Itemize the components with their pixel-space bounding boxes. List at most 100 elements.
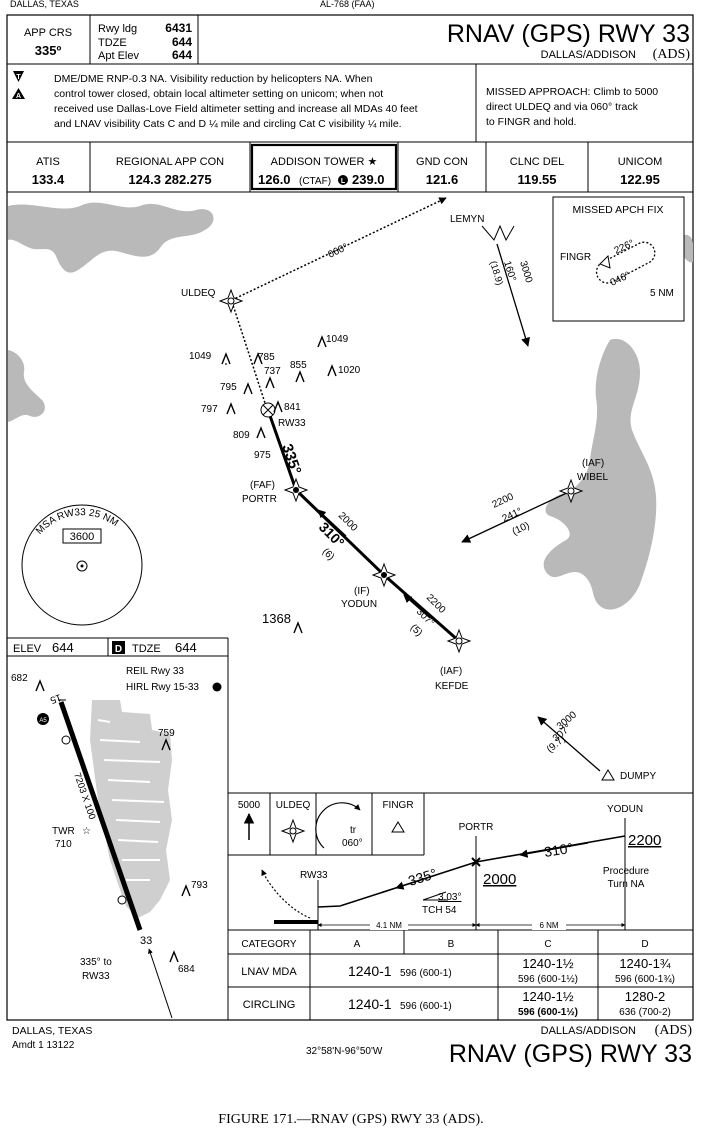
obstacle-icon [253, 352, 263, 365]
profile-yodun: YODUN [607, 804, 643, 815]
lnav-d-sub: 596 (600-1¾) [615, 974, 675, 985]
obstacle-elev: 1049 [326, 334, 349, 345]
profile-060: 060° [342, 838, 363, 849]
lake-west [8, 350, 45, 422]
urban-area [90, 700, 172, 918]
obstacle-elev: 809 [233, 430, 250, 441]
hirl-note: HIRL Rwy 15-33 [126, 682, 199, 693]
rwy-ldg-value: 6431 [165, 21, 192, 35]
holding-pattern [595, 241, 656, 284]
uldeq-label: ULDEQ [181, 288, 216, 299]
lnav-ab-sub: 596 (600-1) [400, 968, 452, 979]
obstacle-icon [169, 950, 179, 963]
lnav-c-sub: 596 (600-1½) [518, 974, 578, 985]
obstacle-icon [327, 364, 337, 377]
footer-amdt: Amdt 1 13122 [12, 1040, 75, 1051]
note-line: DME/DME RNP-0.3 NA. Visibility reduction… [54, 73, 373, 85]
note-line: and LNAV visibility Cats C and D ¼ mile … [54, 118, 402, 130]
seg-dist-6: (6) [320, 546, 336, 562]
comm-freq: 133.4 [32, 172, 65, 187]
missed-apch-fix-title: MISSED APCH FIX [572, 204, 663, 216]
hold-leg: 5 NM [650, 288, 674, 299]
track-060-label: 060° [326, 242, 349, 261]
lake-northeast [682, 234, 693, 263]
profile-portr: PORTR [459, 822, 494, 833]
obstacle-icon [161, 738, 171, 751]
portr-fix-icon [283, 477, 309, 503]
tdze-label: TDZE [98, 37, 127, 49]
wibel-iaf: (IAF) [582, 458, 604, 469]
wibel-alt: 2200 [491, 491, 516, 511]
obstacle-icon [317, 335, 327, 348]
missed-approach-line: MISSED APPROACH: Climb to 5000 [486, 86, 658, 98]
circ-d-sub: 636 (700-2) [619, 1007, 671, 1018]
obstacle-icon [226, 402, 236, 415]
circ-d: 1280-2 [625, 989, 665, 1004]
tower-star-icon: ☆ [82, 826, 91, 837]
lnav-c: 1240-1½ [522, 956, 573, 971]
obstacle-elev: 841 [284, 402, 301, 413]
portr-label: PORTR [242, 494, 277, 505]
tower-elev: 710 [55, 839, 72, 850]
plan-view: MISSED APCH FIX FINGR 226° 046° 5 NM LEM… [8, 196, 693, 782]
obstacle-elev: 975 [254, 450, 271, 461]
lnav-label: LNAV MDA [241, 966, 297, 978]
missed-approach-line: to FINGR and hold. [486, 116, 576, 128]
obstacle-icon [35, 679, 45, 692]
tdze-value: 644 [172, 35, 192, 49]
rw33-label: RW33 [278, 418, 306, 429]
apt-elev-value: 644 [172, 48, 192, 62]
footer-city: DALLAS/ADDISON [541, 1025, 636, 1037]
profile-gpa: 3.03° [438, 892, 461, 903]
dumpy-fix-icon [601, 769, 615, 781]
profile-dist-6: 6 NM [539, 921, 558, 930]
note-line: control tower closed, obtain local altim… [54, 88, 383, 100]
comm-freq: 119.55 [517, 172, 556, 187]
tower-freq-2: 239.0 [352, 172, 385, 187]
lighting-icon [61, 735, 71, 745]
comm-label: CLNC DEL [510, 156, 564, 168]
svg-text:A: A [16, 93, 21, 100]
obstacle-icon [221, 352, 231, 365]
vortac-icon [37, 713, 49, 725]
obstacle-icon [293, 621, 303, 634]
profile-tr: tr [350, 825, 357, 836]
runway-33-label: 33 [140, 935, 152, 947]
obstacle-icon [181, 884, 191, 897]
footer-title: RNAV (GPS) RWY 33 [449, 1040, 692, 1068]
gpa-angle-icon [422, 891, 448, 901]
profile-uldeq: ULDEQ [276, 800, 311, 811]
obstacle-759: 759 [158, 728, 175, 739]
obstacle-elev: 855 [290, 360, 307, 371]
notes-block: T A DME/DME RNP-0.3 NA. Visibility reduc… [7, 64, 693, 143]
inbound-note-1: 335° to [80, 957, 112, 968]
profile-view: 5000 ULDEQ tr 060° FINGR PORTR YODUN 220… [228, 792, 693, 931]
airport-tdze-label: TDZE [132, 643, 161, 655]
yodun-if: (IF) [354, 586, 370, 597]
missed-apch-fix-inset [552, 196, 685, 322]
profile-tch: TCH 54 [422, 905, 457, 916]
msa-center-icon [76, 560, 88, 572]
portr-profile-icon [471, 857, 481, 867]
profile-course-310: 310° [543, 840, 574, 860]
lighting-icon [117, 895, 127, 905]
airport-elev-label: ELEV [13, 643, 42, 655]
obstacle-icon [243, 382, 253, 395]
footer-location: DALLAS, TEXAS [12, 1025, 92, 1037]
comm-label: UNICOM [618, 156, 663, 168]
segment-yodun-kefde [383, 573, 460, 643]
lake-northwest [8, 202, 214, 273]
msa-alt-box [62, 528, 102, 544]
d-box [112, 641, 125, 654]
footer: DALLAS, TEXAS Amdt 1 13122 32°58'N-96°50… [12, 1023, 692, 1068]
subtitle-ident: (ADS) [653, 47, 691, 62]
procedure-turn-1: Procedure [603, 866, 650, 877]
obstacle-elev: 1020 [338, 365, 361, 376]
takeoff-minimums-icon [13, 71, 24, 82]
airport-tdze-value: 644 [175, 640, 197, 655]
obstacle-icon [256, 426, 266, 439]
subtitle-city: DALLAS/ADDISON [541, 49, 636, 61]
dumpy-label: DUMPY [620, 771, 656, 782]
comm-label: GND CON [416, 156, 468, 168]
